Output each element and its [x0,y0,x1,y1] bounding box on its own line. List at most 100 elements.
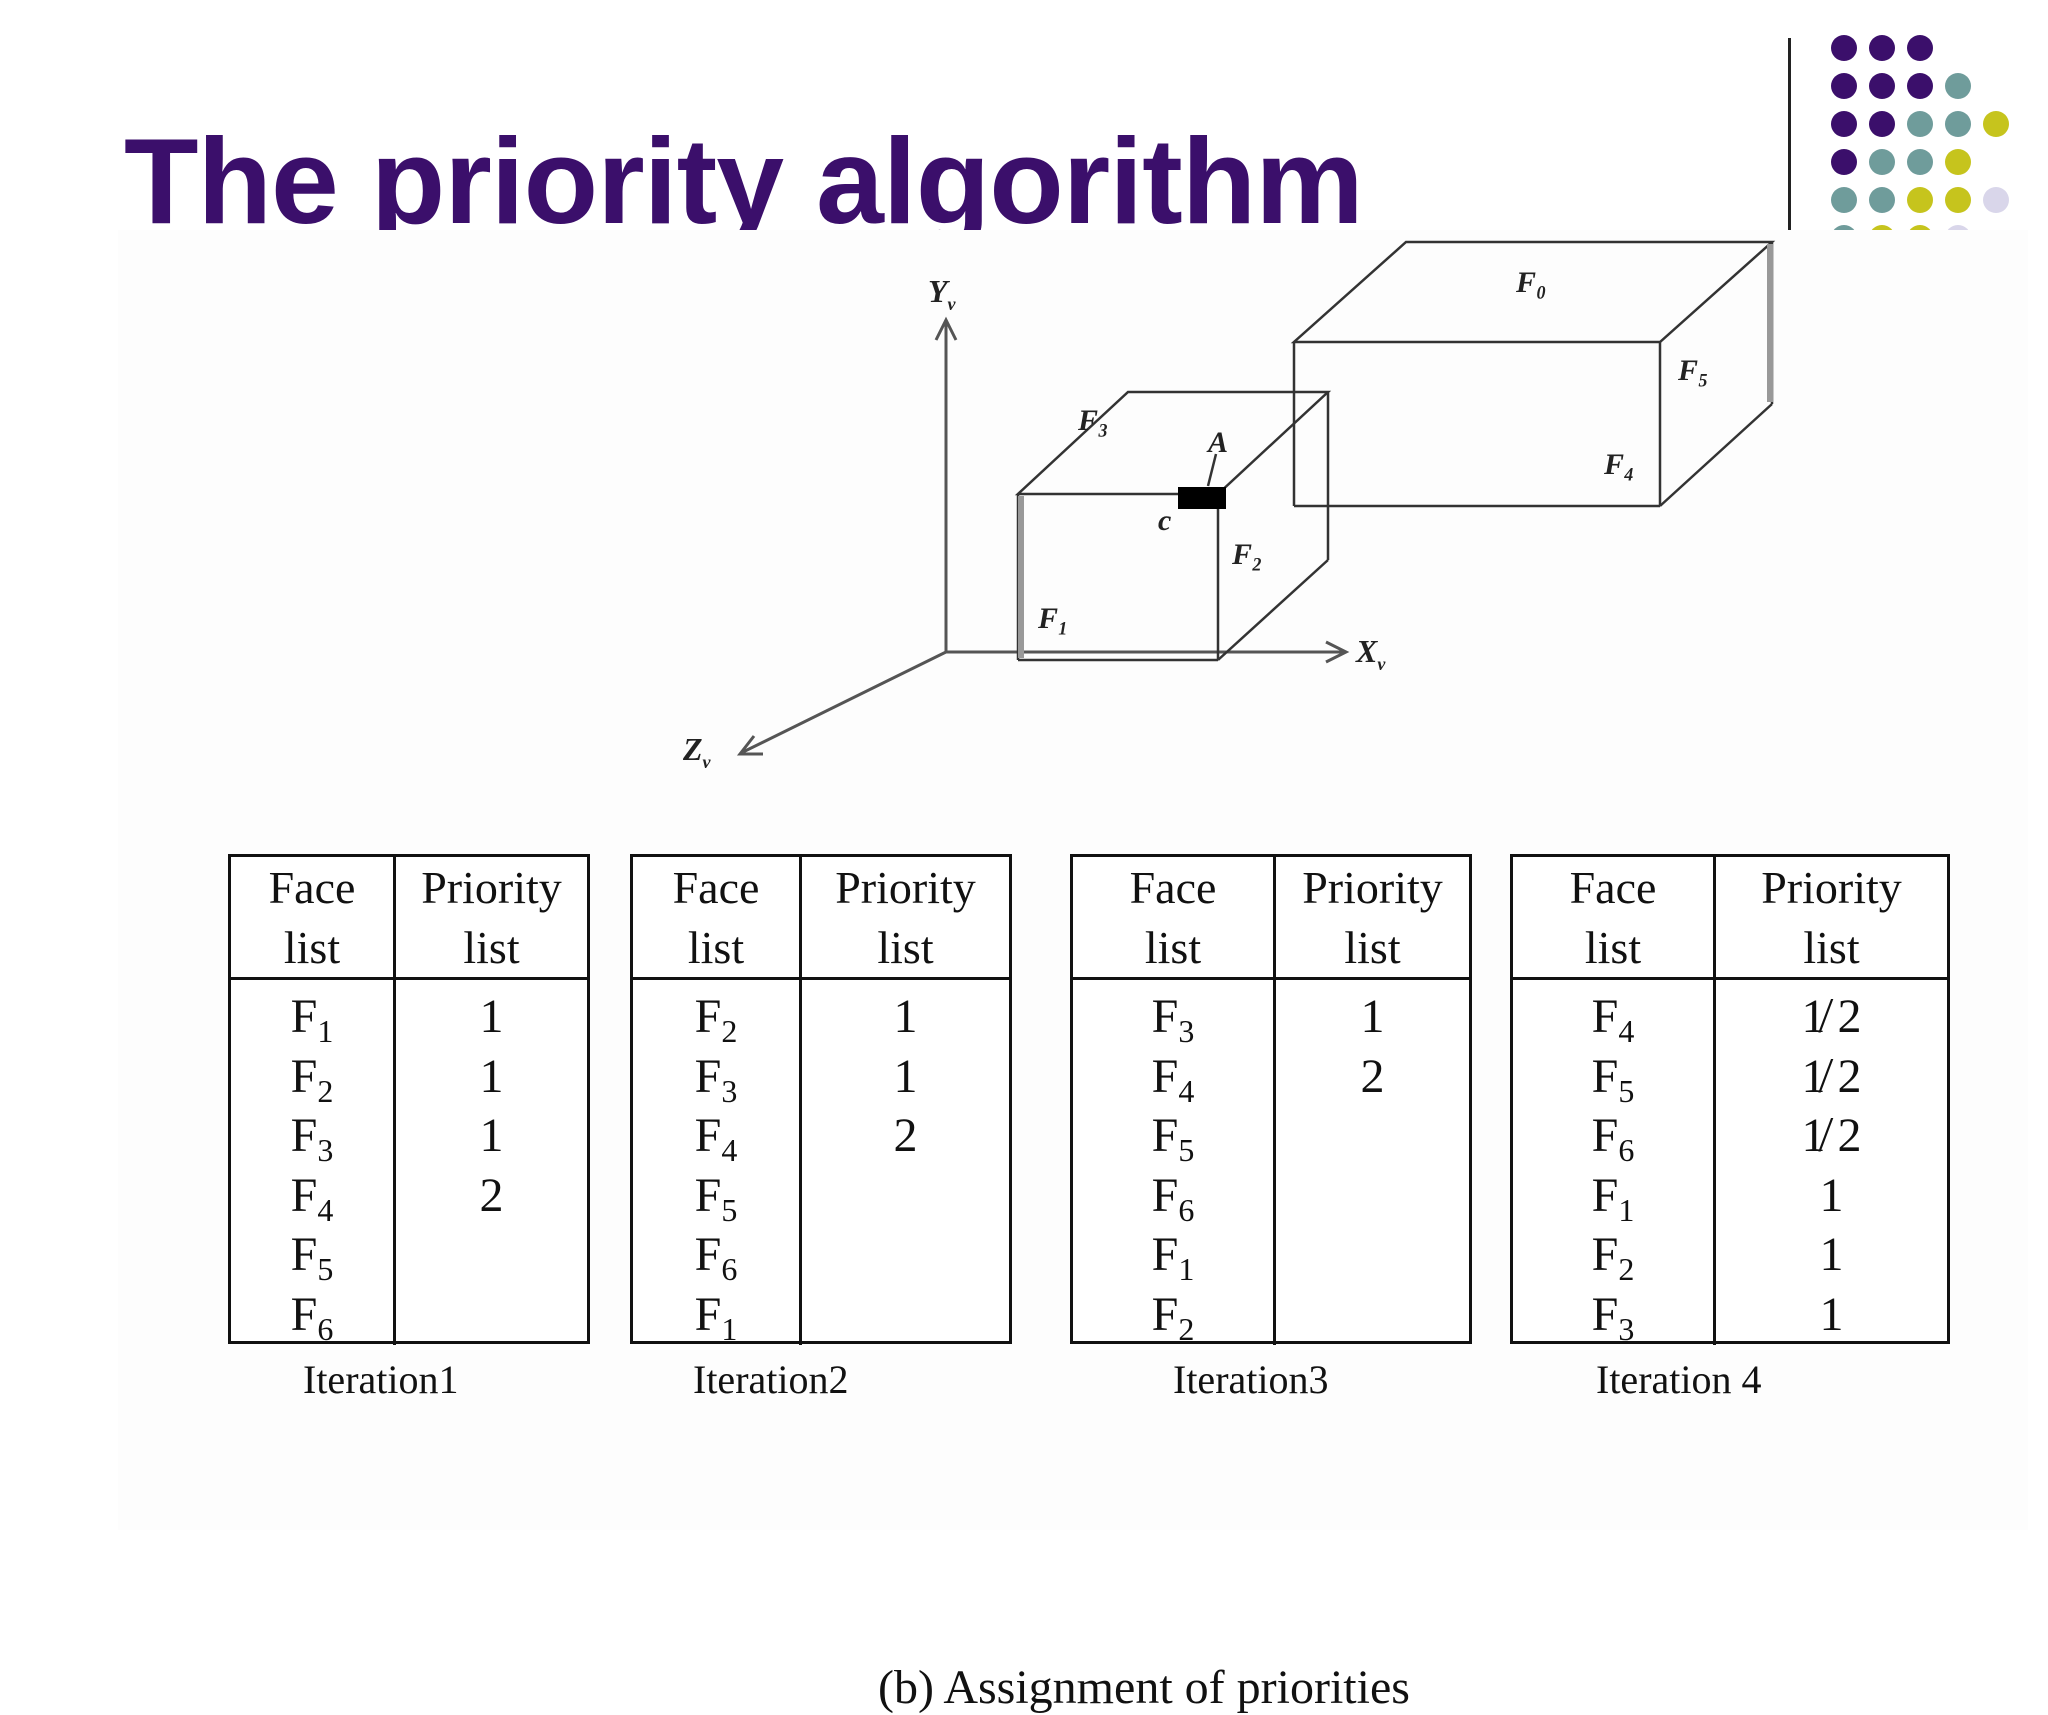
decorative-dot [1831,111,1857,137]
decorative-dot [1869,187,1895,213]
decorative-dot [1869,73,1895,99]
decorative-dot [1831,149,1857,175]
decorative-dot [1907,35,1933,61]
decorative-dot [1983,187,2009,213]
priority-value: 1̸ 2 [1801,1109,1862,1162]
priority-value: 1 [479,1109,504,1162]
z-axis-label: Zv [682,731,712,772]
decorative-divider [1788,38,1791,376]
face-list-item: F2 [1151,1287,1195,1347]
decorative-dot [1983,111,2009,137]
priority-value: 1 [479,990,504,1043]
iteration-caption: Iteration3 [1173,1357,1329,1402]
face-list-item: F3 [694,1049,738,1109]
priority-value: 2 [479,1168,504,1222]
iteration-caption: Iteration1 [303,1357,459,1402]
priority-list-column: 1 1 2 [802,980,1009,1345]
priority-value: 1 [893,1049,918,1103]
decorative-dot [1907,187,1933,213]
x-axis-arrow [1325,640,1350,664]
priority-value: 1 [1819,1287,1844,1341]
decorative-dot [1869,35,1895,61]
y-axis-label: Yv [928,273,957,314]
decorative-dot [1831,187,1857,213]
priority-value: 1̸ 2 [1801,1049,1862,1103]
priority-value: 2 [893,1109,918,1162]
face-label-f4: F₄ [1603,448,1634,481]
face-label-f0: F₀ [1515,266,1546,299]
decorative-dot [1945,111,1971,137]
face-label-f1: F₁ [1037,602,1068,635]
face-list-item: F4 [694,1109,738,1168]
figure-caption: (b) Assignment of priorities [878,1661,1410,1714]
face-list-item: F3 [290,1109,334,1168]
face-list-item: F5 [290,1228,334,1287]
iteration-caption: Iteration2 [693,1357,849,1402]
priority-value: 1 [893,990,918,1043]
decorative-dot [1831,73,1857,99]
point-c-marker [1178,487,1226,509]
face-list-item: F1 [1591,1168,1635,1228]
priority-value: 1 [1360,990,1385,1043]
face-list-item: F1 [1151,1228,1195,1287]
decorative-dot [1945,149,1971,175]
decorative-dot [1831,35,1857,61]
face-list-item: F5 [1591,1049,1635,1109]
z-axis-arrow [736,735,763,756]
face-label-f5: F₅ [1677,354,1708,387]
y-axis-arrow [934,316,958,341]
decorative-dot [1869,111,1895,137]
face-list-item: F3 [1591,1287,1635,1347]
face-list-item: F6 [694,1228,738,1287]
decorative-dot [1869,149,1895,175]
priority-value: 2 [1360,1049,1385,1103]
face-label-f2: F₂ [1231,538,1262,571]
cube-diagram: Yv Xv Zv F₀ F₅ F₃ F₄ F [682,240,1776,772]
point-label-c: c [1158,504,1171,537]
face-list-item: F2 [290,1049,334,1109]
decorative-dot [1907,73,1933,99]
decorative-dot [1907,149,1933,175]
face-list-item: F6 [1591,1109,1635,1168]
decorative-dot [1945,187,1971,213]
face-list-item: F3 [1151,990,1195,1049]
face-list-item: F2 [1591,1228,1635,1287]
x-axis-label: Xv [1355,633,1386,674]
face-list-item: F4 [1591,990,1635,1049]
face-list-item: F5 [1151,1109,1195,1168]
face-list-item: F6 [290,1287,334,1347]
priority-list-column: 1 1 1 2 [396,980,587,1345]
decorative-dot [1907,111,1933,137]
z-axis [742,650,947,754]
page-title: The priority algorithm [124,113,1364,249]
face-list-item: F2 [694,990,738,1049]
face-list-item: F4 [290,1168,334,1228]
face-label-f3: F₃ [1077,404,1108,437]
decorative-dot [1945,73,1971,99]
priority-value: 1 [1819,1168,1844,1222]
iteration-caption: Iteration 4 [1596,1357,1762,1402]
figure-area: Yv Xv Zv F₀ F₅ F₃ F₄ F [118,230,2028,1714]
face-list-item: F1 [290,990,334,1049]
point-label-a: A [1206,426,1228,459]
priority-value: 1̸ 2 [1801,990,1862,1043]
priority-value: 1 [479,1049,504,1103]
